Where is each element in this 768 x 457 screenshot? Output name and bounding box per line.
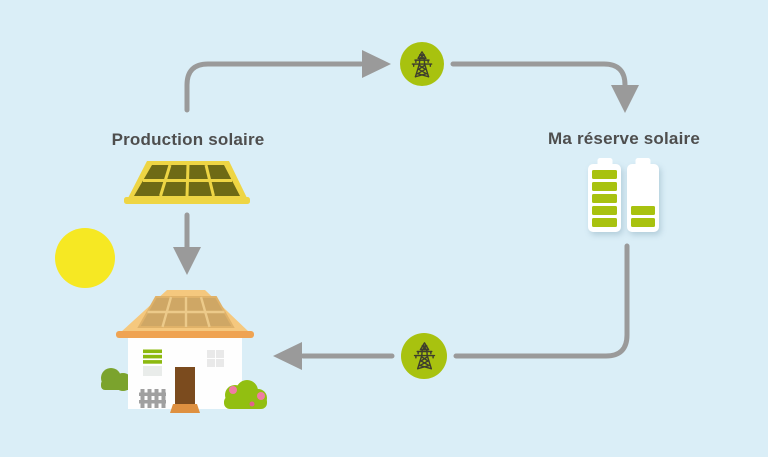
battery-terminal bbox=[597, 158, 612, 167]
battery-full-icon bbox=[588, 158, 621, 232]
roof-icon bbox=[116, 290, 254, 338]
grid-node-top bbox=[400, 42, 444, 86]
pylon-icon bbox=[413, 342, 435, 370]
arrow-grid-to-reserve bbox=[450, 61, 628, 88]
sun-icon bbox=[55, 228, 115, 288]
arrow-reserve-to-grid bbox=[453, 243, 630, 359]
battery-charge-bars bbox=[631, 169, 655, 227]
arrowhead-down-right bbox=[611, 85, 639, 113]
grid-node-bottom bbox=[401, 333, 447, 379]
window-blind-icon bbox=[143, 349, 162, 376]
battery-terminal bbox=[635, 158, 651, 167]
reserve-label: Ma réserve solaire bbox=[548, 129, 700, 148]
house-icon bbox=[101, 290, 267, 413]
solar-panel-icon bbox=[124, 161, 250, 204]
production-label: Production solaire bbox=[111, 130, 265, 149]
door-icon bbox=[175, 367, 195, 407]
battery-charge-bars bbox=[592, 169, 617, 227]
fence-icon bbox=[139, 389, 166, 408]
arrow-production-to-grid bbox=[184, 61, 364, 113]
arrowhead-right bbox=[362, 50, 391, 78]
arrowhead-down-left bbox=[173, 247, 201, 275]
bush-right-icon bbox=[224, 380, 267, 409]
battery-low-icon bbox=[627, 158, 659, 232]
pylon-icon bbox=[411, 50, 433, 77]
bush-left-icon bbox=[101, 368, 132, 391]
window-icon bbox=[207, 350, 224, 367]
door-step bbox=[170, 404, 200, 413]
arrowhead-left bbox=[273, 342, 302, 370]
